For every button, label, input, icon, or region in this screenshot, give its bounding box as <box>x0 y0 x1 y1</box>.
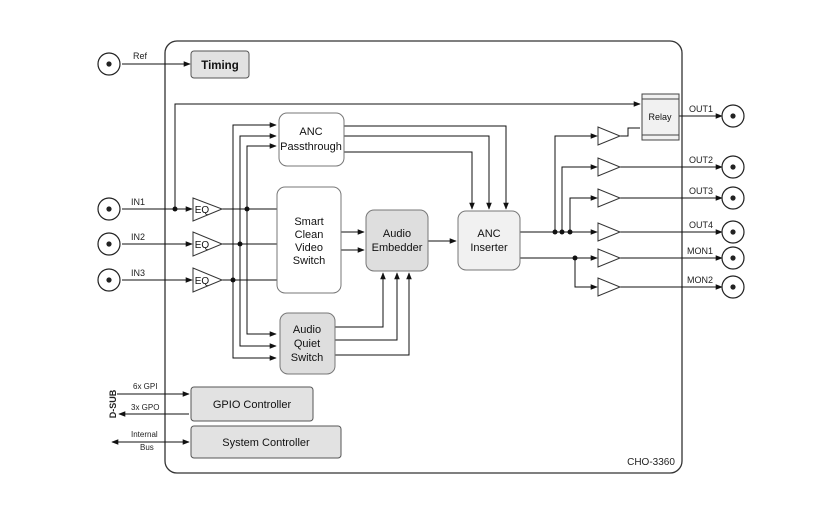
audio-quiet-switch-block: Audio Quiet Switch <box>279 312 336 375</box>
eq-label-1: EQ <box>195 205 210 216</box>
anc-inserter-label-1: ANC <box>477 228 500 240</box>
system-controller-block: System Controller <box>190 425 342 459</box>
out2-label: OUT2 <box>689 155 713 165</box>
scv-label-3: Video <box>295 242 323 254</box>
bus-label-2: Bus <box>140 443 154 452</box>
eq-label-3: EQ <box>195 276 210 287</box>
smart-clean-video-switch-block: Smart Clean Video Switch <box>276 186 342 294</box>
eq-amp-2: EQ <box>192 231 224 257</box>
in2-label: IN2 <box>131 232 145 242</box>
aqs-label-1: Audio <box>293 324 321 336</box>
in3-label: IN3 <box>131 268 145 278</box>
out4-label: OUT4 <box>689 220 713 230</box>
anc-inserter-block: ANC Inserter <box>457 210 521 271</box>
model-label: CHO-3360 <box>627 457 675 468</box>
timing-block: Timing <box>190 50 250 79</box>
gpi-label: 6x GPI <box>133 382 157 391</box>
gpio-controller-block: GPIO Controller <box>190 386 314 422</box>
timing-label: Timing <box>201 60 238 72</box>
mon1-label: MON1 <box>687 246 713 256</box>
anc-passthrough-label-1: ANC <box>299 126 322 138</box>
out3-label: OUT3 <box>689 186 713 196</box>
output-amps <box>597 126 622 297</box>
connectors <box>97 52 745 299</box>
audio-embedder-label-1: Audio <box>383 228 411 240</box>
mon2-label: MON2 <box>687 275 713 285</box>
anc-passthrough-label-2: Passthrough <box>280 141 342 153</box>
gpio-controller-label: GPIO Controller <box>213 399 292 411</box>
anc-inserter-label-2: Inserter <box>470 242 508 254</box>
signal-wires <box>111 61 723 445</box>
in1-label: IN1 <box>131 197 145 207</box>
eq-amp-1: EQ <box>192 197 224 222</box>
system-controller-label: System Controller <box>222 437 310 449</box>
bus-label-1: Internal <box>131 430 158 439</box>
scv-label-4: Switch <box>293 255 325 267</box>
scv-label-1: Smart <box>294 216 323 228</box>
anc-passthrough-block: ANC Passthrough <box>278 112 345 167</box>
audio-embedder-label-2: Embedder <box>372 242 423 254</box>
gpo-label: 3x GPO <box>131 403 159 412</box>
audio-embedder-block: Audio Embedder <box>365 209 429 272</box>
aqs-label-2: Quiet <box>294 338 320 350</box>
out1-label: OUT1 <box>689 104 713 114</box>
junction-dots <box>172 206 578 283</box>
ref-label: Ref <box>133 51 148 61</box>
relay-block: Relay <box>641 93 680 141</box>
aqs-label-3: Switch <box>291 352 323 364</box>
relay-label: Relay <box>648 112 672 122</box>
dsub-label: D-SUB <box>108 389 118 418</box>
eq-amp-3: EQ <box>192 267 224 293</box>
eq-label-2: EQ <box>195 240 210 251</box>
scv-label-2: Clean <box>295 229 324 241</box>
